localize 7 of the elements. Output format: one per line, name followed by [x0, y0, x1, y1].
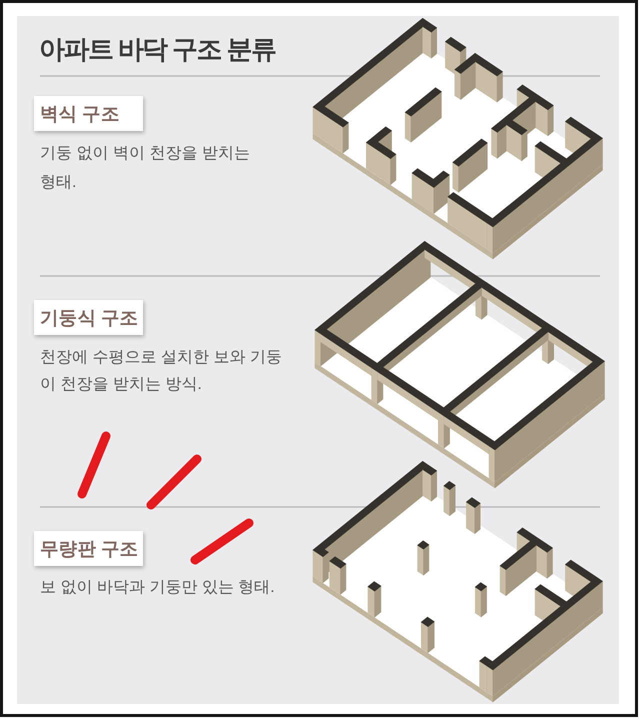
title: 아파트 바닥 구조 분류 [39, 33, 276, 65]
heading-label: 무량판 구조 [34, 531, 143, 566]
description-text: 보 없이 바닥과 기둥만 있는 형태. [40, 578, 276, 598]
description-text: 기둥 없이 벽이 천장을 받치는 형태. [40, 144, 251, 193]
heading-label: 벽식 구조 [34, 96, 143, 131]
heading-label: 기둥식 구조 [34, 300, 143, 335]
description-text: 천장에 수평으로 설치한 보와 기둥이 천장을 받치는 방식. [40, 348, 283, 395]
